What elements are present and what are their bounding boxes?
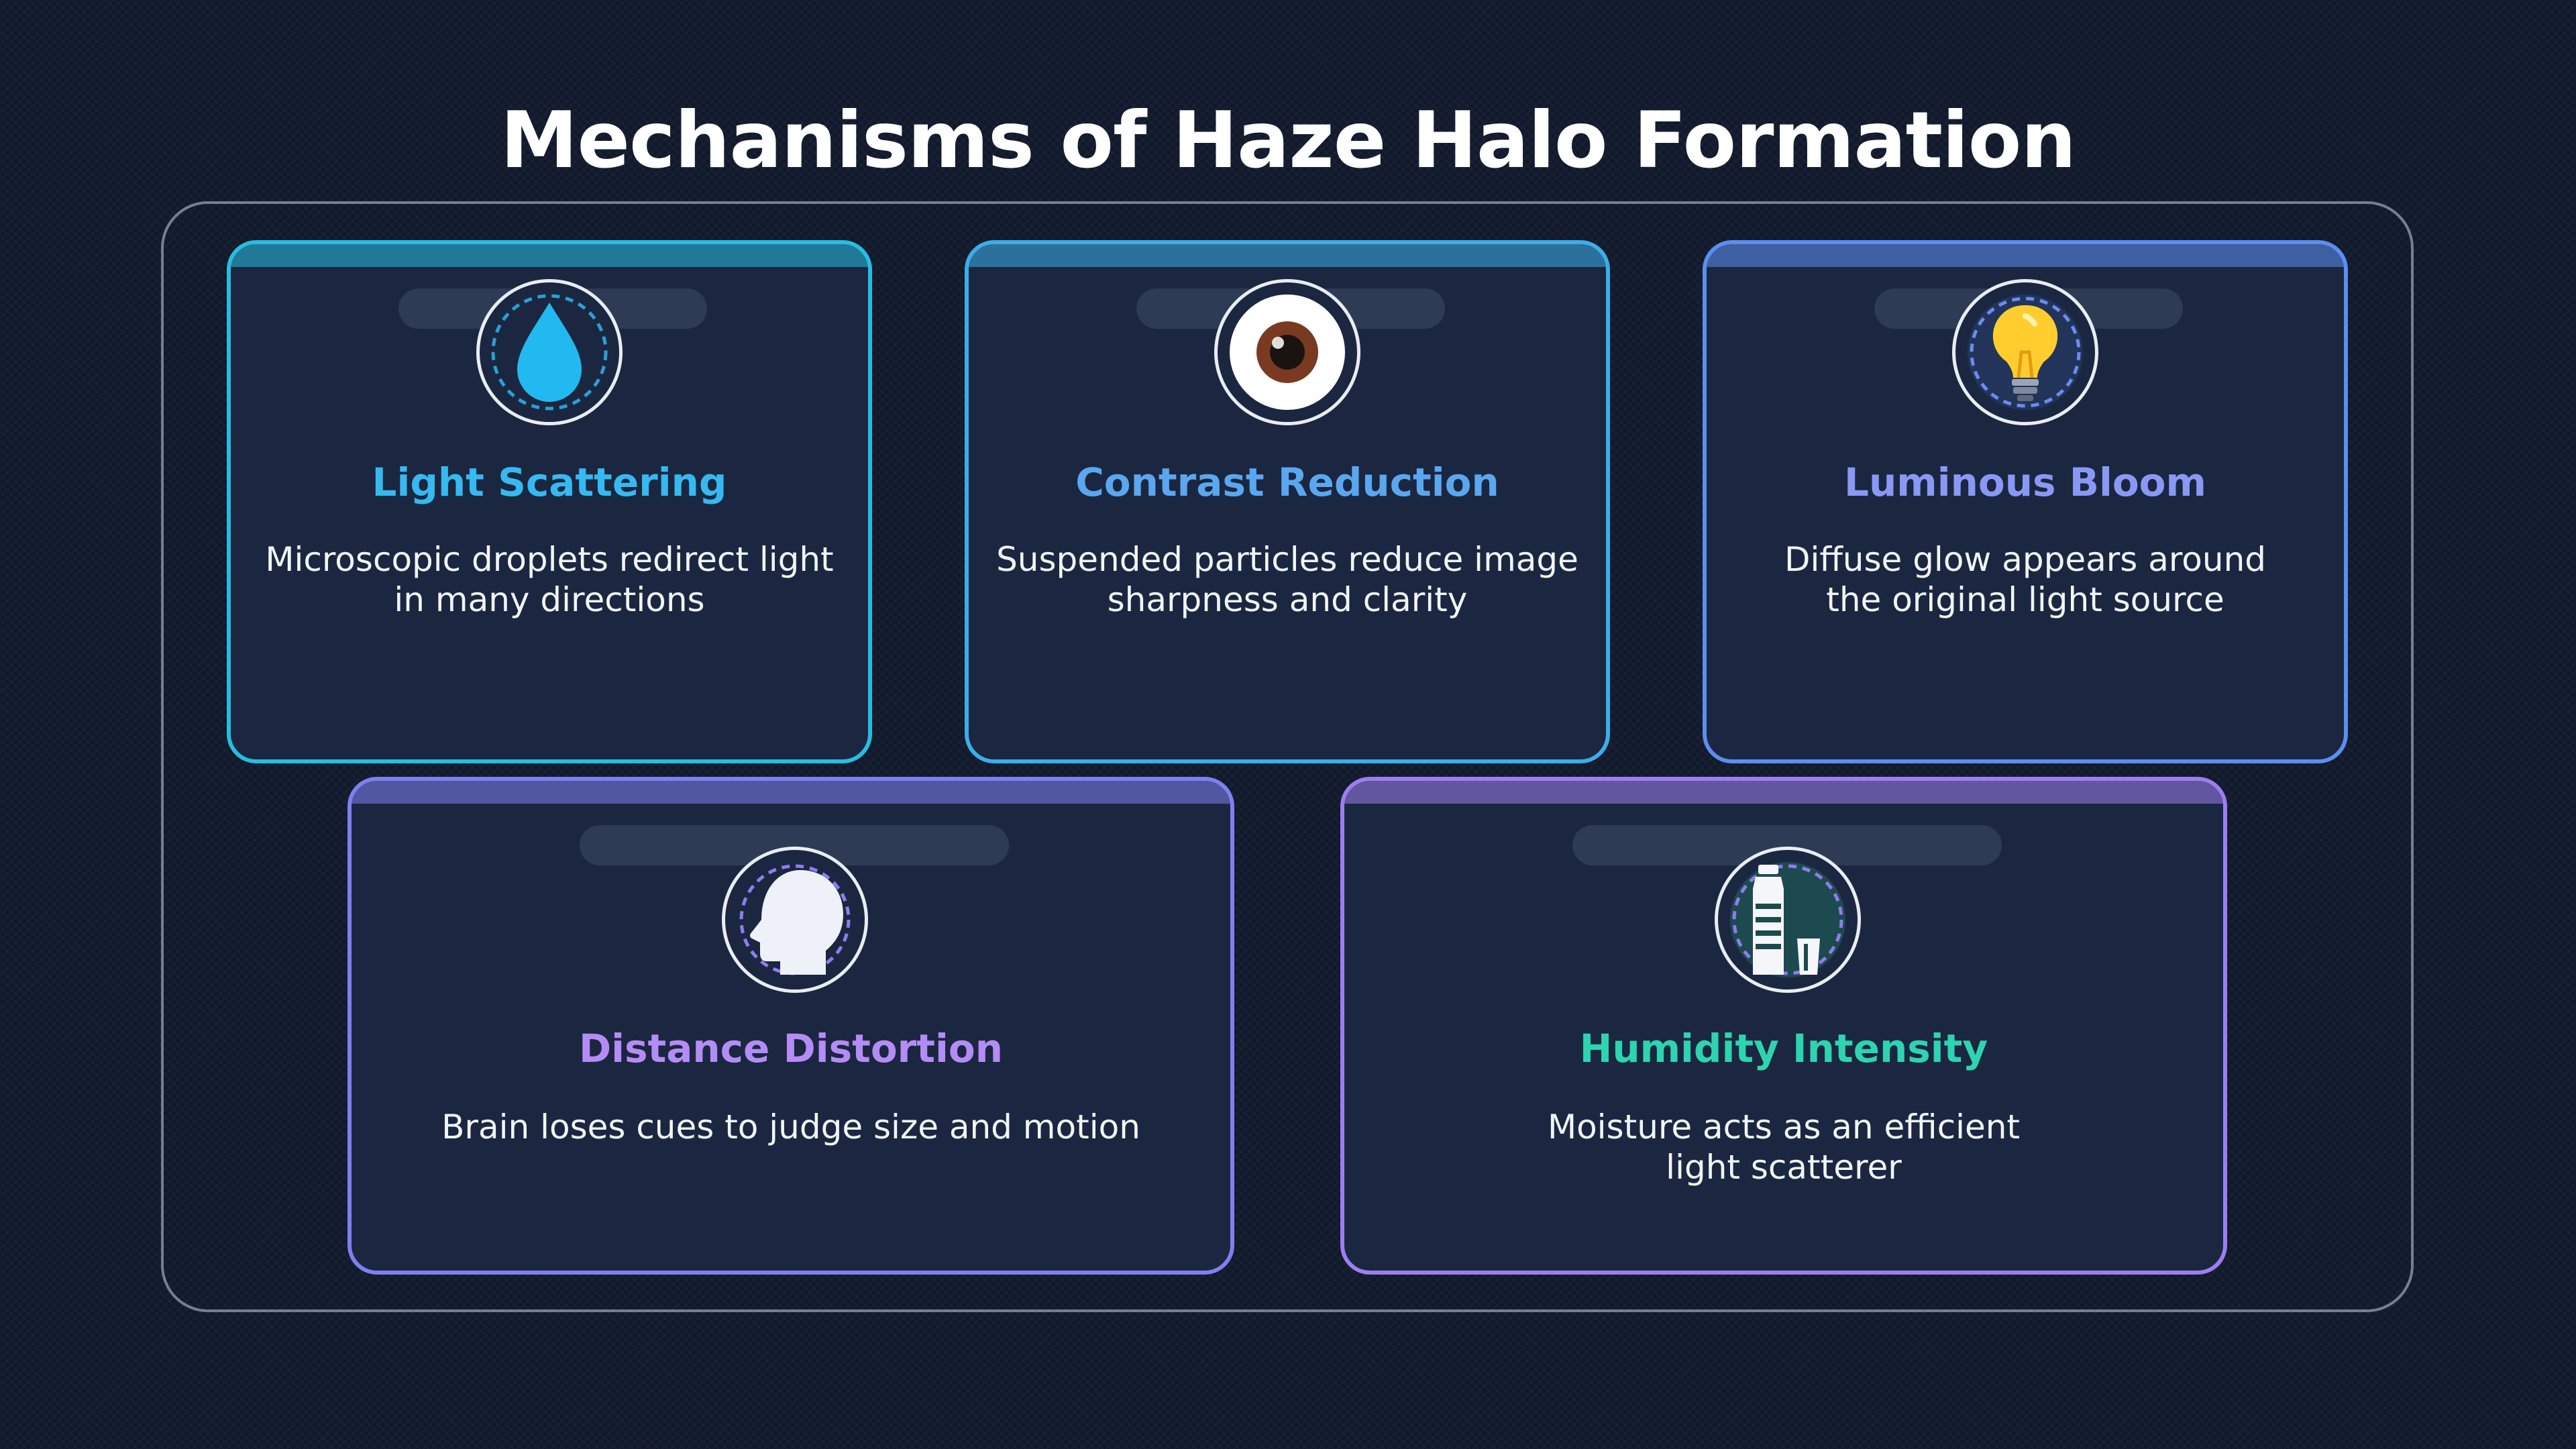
water-drop-icon bbox=[491, 294, 608, 411]
icon-badge bbox=[1214, 279, 1360, 425]
card-description: Microscopic droplets redirect light in m… bbox=[265, 540, 834, 619]
icon-badge bbox=[1952, 279, 2098, 425]
card-top-bar bbox=[352, 781, 1230, 804]
card-luminous-bloom: Luminous Bloom Diffuse glow appears arou… bbox=[1703, 240, 2348, 763]
card-top-bar bbox=[231, 244, 868, 267]
card-title: Light Scattering bbox=[372, 460, 727, 505]
card-description: Diffuse glow appears around the original… bbox=[1784, 540, 2267, 619]
icon-badge bbox=[476, 279, 623, 425]
diagram-frame bbox=[161, 201, 2414, 1312]
card-distance-distortion: Distance Distortion Brain loses cues to … bbox=[347, 777, 1234, 1275]
icon-badge bbox=[1715, 847, 1861, 993]
card-description: Moisture acts as an efficient light scat… bbox=[1547, 1108, 2021, 1187]
light-bulb-icon bbox=[1968, 294, 2083, 410]
card-humidity-intensity: Humidity Intensity Moisture acts as an e… bbox=[1340, 777, 2227, 1275]
card-title: Distance Distortion bbox=[578, 1026, 1004, 1071]
card-top-bar bbox=[969, 244, 1606, 267]
icon-badge bbox=[722, 847, 868, 993]
page-title: Mechanisms of Haze Halo Formation bbox=[500, 95, 2076, 186]
card-title: Humidity Intensity bbox=[1579, 1026, 1988, 1071]
card-light-scattering: Light Scattering Microscopic droplets re… bbox=[227, 240, 872, 763]
card-description: Brain loses cues to judge size and motio… bbox=[441, 1108, 1140, 1146]
card-contrast-reduction: Contrast Reduction Suspended particles r… bbox=[965, 240, 1610, 763]
card-title: Luminous Bloom bbox=[1844, 460, 2206, 505]
eye-icon bbox=[1230, 294, 1345, 410]
water-bottle-icon bbox=[1730, 862, 1845, 977]
card-description: Suspended particles reduce image sharpne… bbox=[996, 540, 1578, 619]
head-profile-icon bbox=[739, 864, 851, 975]
card-top-bar bbox=[1344, 781, 2223, 804]
card-top-bar bbox=[1707, 244, 2344, 267]
card-title: Contrast Reduction bbox=[1075, 460, 1499, 505]
